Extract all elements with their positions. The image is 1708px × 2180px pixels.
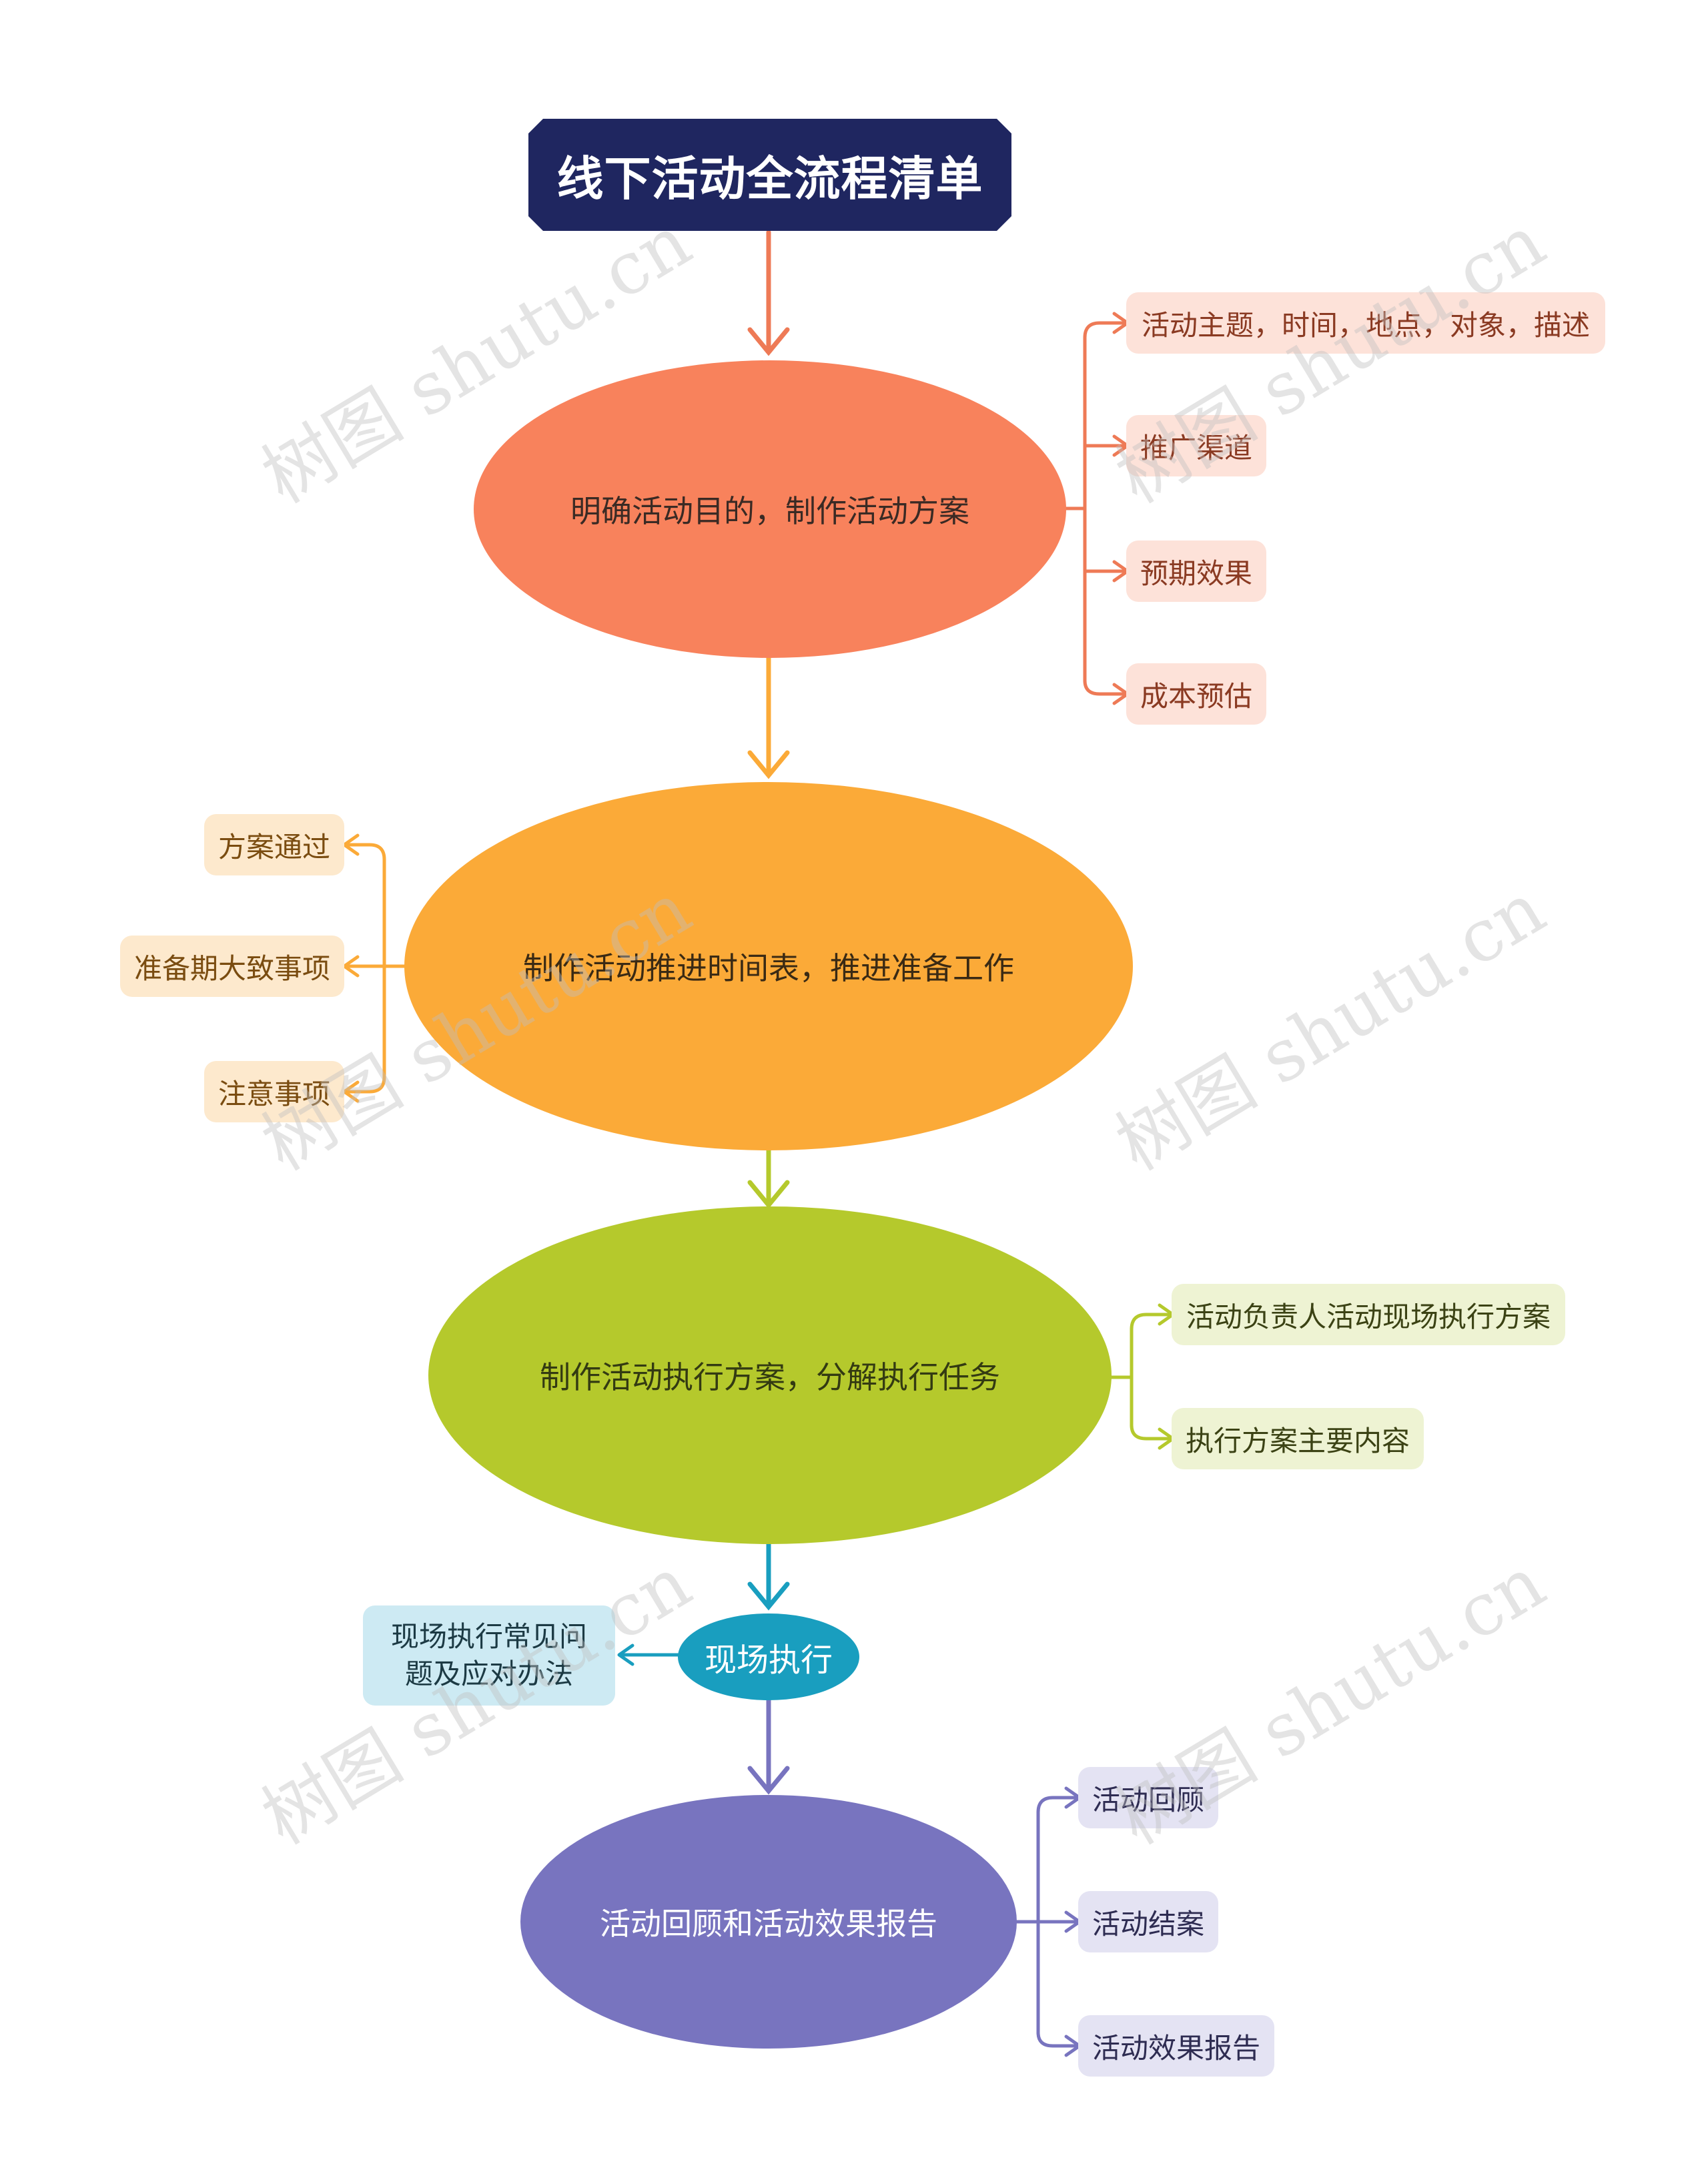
step1-child-1[interactable]: 活动主题，时间，地点，对象，描述: [1126, 292, 1605, 354]
step1-child-4[interactable]: 成本预估: [1126, 663, 1266, 725]
step-node-5[interactable]: 活动回顾和活动效果报告: [520, 1795, 1017, 2049]
step4-child-1[interactable]: 现场执行常见问题及应对办法: [363, 1605, 615, 1706]
step-node-2[interactable]: 制作活动推进时间表，推进准备工作: [404, 782, 1133, 1150]
step-node-4[interactable]: 现场执行: [678, 1613, 859, 1700]
flow-arrow-step2-to-step3: [747, 1146, 790, 1209]
flow-arrow-title-to-step1: [747, 230, 790, 356]
step3-child-1[interactable]: 活动负责人活动现场执行方案: [1172, 1284, 1565, 1345]
branch-lines-step1: [1063, 312, 1130, 705]
branch-lines-step2: [342, 833, 410, 1103]
step-label-5: 活动回顾和活动效果报告: [600, 1906, 937, 1942]
step5-child-1[interactable]: 活动回顾: [1078, 1767, 1218, 1828]
step3-child-2[interactable]: 执行方案主要内容: [1172, 1408, 1424, 1469]
step2-child-3[interactable]: 注意事项: [204, 1061, 344, 1122]
step5-child-2[interactable]: 活动结案: [1078, 1891, 1218, 1952]
flow-arrow-step1-to-step2: [747, 655, 790, 779]
flow-arrow-step4-to-step5: [747, 1696, 790, 1795]
branch-lines-step4: [617, 1644, 680, 1666]
step-label-2: 制作活动推进时间表，推进准备工作: [523, 950, 1014, 986]
step-label-1: 明确活动目的，制作活动方案: [570, 493, 969, 529]
step-label-4: 现场执行: [704, 1642, 833, 1679]
step2-child-2[interactable]: 准备期大致事项: [120, 936, 344, 997]
step1-child-2[interactable]: 推广渠道: [1126, 415, 1266, 476]
step5-child-3[interactable]: 活动效果报告: [1078, 2015, 1274, 2077]
step1-child-3[interactable]: 预期效果: [1126, 540, 1266, 602]
title-node[interactable]: 线下活动全流程清单: [528, 119, 1011, 231]
step-node-3[interactable]: 制作活动执行方案，分解执行任务: [428, 1206, 1112, 1544]
branch-lines-step3: [1108, 1303, 1175, 1450]
branch-lines-step5: [1013, 1786, 1082, 2057]
step2-child-1[interactable]: 方案通过: [204, 814, 344, 875]
page-title: 线下活动全流程清单: [556, 151, 983, 206]
step-node-1[interactable]: 明确活动目的，制作活动方案: [474, 360, 1066, 658]
step-label-3: 制作活动执行方案，分解执行任务: [540, 1359, 1000, 1395]
flow-arrow-step3-to-step4: [747, 1541, 790, 1611]
